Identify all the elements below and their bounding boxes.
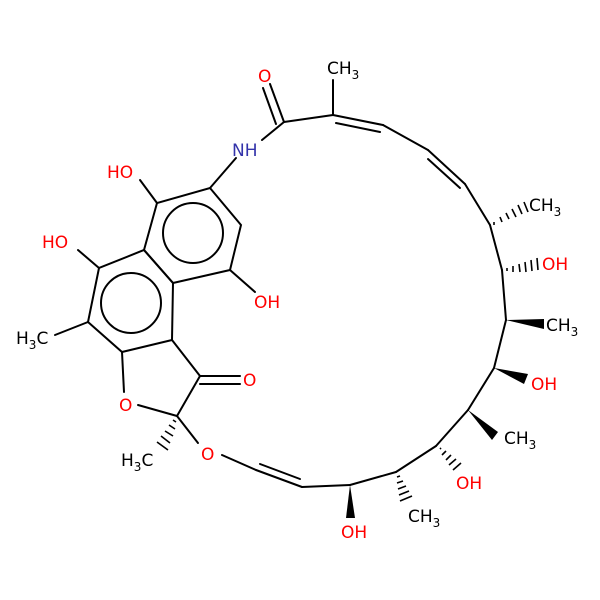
- methyl-c7-label: CH3: [408, 507, 440, 530]
- furan-oxygen-label: O: [119, 396, 132, 416]
- methyl-c5-label: CH3: [504, 429, 536, 452]
- hydroxyl-c2-label: OH: [542, 255, 568, 275]
- hydroxyl-c8-label: OH: [341, 523, 367, 543]
- amide-oxygen-label: O: [258, 67, 271, 87]
- aromatic-ring-left: [100, 272, 162, 334]
- methyl-c1-label: CH3: [529, 196, 561, 219]
- hash-bonds: [156, 201, 539, 502]
- ketal-methyl-label: H3C: [121, 451, 153, 474]
- hydroxyl-c4-label: OH: [531, 375, 557, 395]
- hydroxyl-c6-label: OH: [456, 474, 482, 494]
- bond-skeleton: [54, 79, 507, 488]
- ketal-oxygen-label: O: [201, 445, 214, 465]
- methyl-c3-label: CH3: [546, 316, 578, 339]
- amide-nh-label: NH: [232, 141, 258, 161]
- aryl-hydroxyl-mid-label: OH: [254, 293, 280, 313]
- aryl-hydroxyl-left-label: HO: [42, 233, 68, 253]
- ketone-oxygen-label: O: [243, 371, 256, 391]
- atom-labels: O NH CH3 HO HO OH H3C O O H3C O CH3 OH C…: [16, 59, 578, 543]
- aromatic-ring-right: [162, 202, 224, 264]
- methyl-top-label: CH3: [327, 59, 359, 82]
- aryl-hydroxyl-upper-label: HO: [107, 163, 133, 183]
- aryl-methyl-label: H3C: [16, 329, 48, 352]
- wedge-bonds: [346, 319, 544, 518]
